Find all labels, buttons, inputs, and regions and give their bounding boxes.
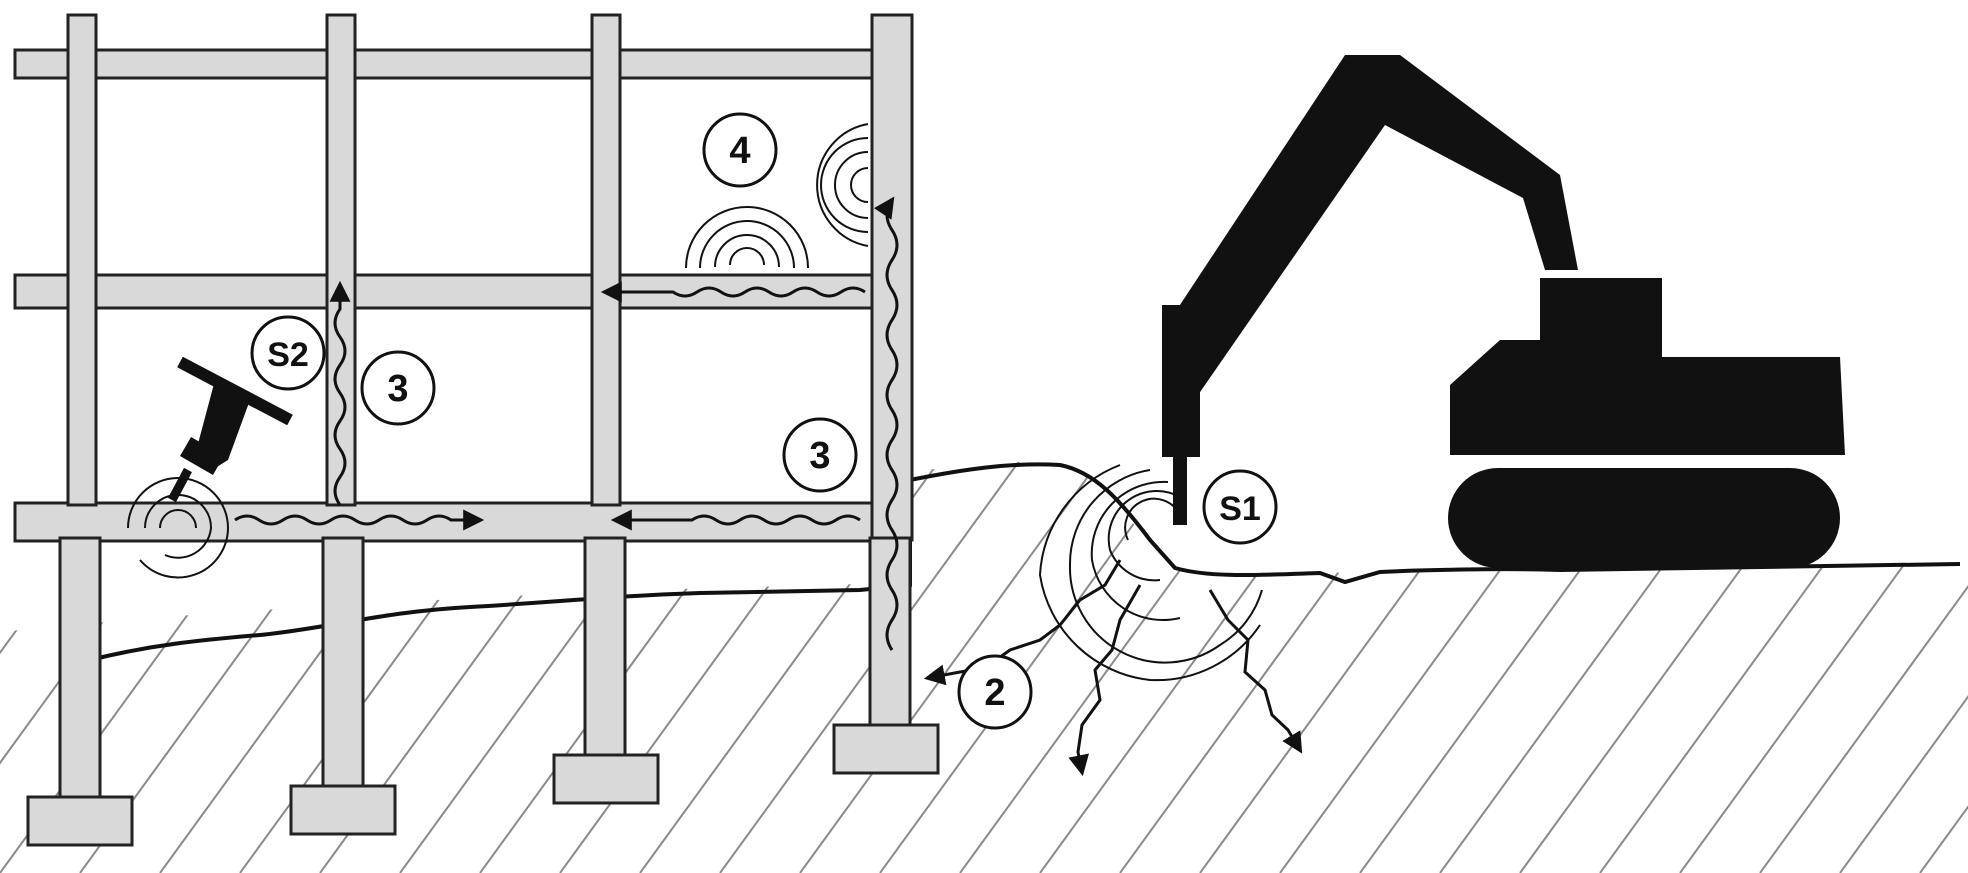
- soil-hatch-line: [1839, 461, 1968, 873]
- label-circle-s2: [250, 315, 326, 391]
- source-1-vibration-rings: [1038, 464, 1263, 682]
- label-circle-3b: [782, 417, 858, 493]
- label-receiver-4: 4: [729, 130, 750, 172]
- receiver-vibration-rings: [685, 123, 869, 269]
- ground-line: [89, 462, 1961, 662]
- label-path-3-a: 3: [387, 368, 408, 410]
- label-source-1: S1: [1219, 490, 1261, 528]
- soil-hatch-line: [1039, 461, 1341, 873]
- soil-hatch-line: [1759, 461, 1968, 873]
- soil-hatch-line: [879, 461, 1181, 873]
- building-frame: [13, 13, 940, 847]
- label-circle-4: [702, 112, 778, 188]
- label-path-2: 2: [984, 672, 1005, 714]
- structural-wave-paths: [234, 196, 899, 651]
- label-circle-3a: [360, 350, 436, 426]
- source-2-vibration-rings: [127, 477, 230, 579]
- label-circle-2: [957, 654, 1033, 730]
- excavator-breaker-icon: [1162, 55, 1845, 568]
- label-source-2: S2: [267, 336, 309, 374]
- soil-hatch-line: [799, 461, 1101, 873]
- label-path-3-b: 3: [809, 435, 830, 477]
- soil-hatch-line: [1919, 461, 1968, 873]
- label-circle-s1: [1202, 469, 1278, 545]
